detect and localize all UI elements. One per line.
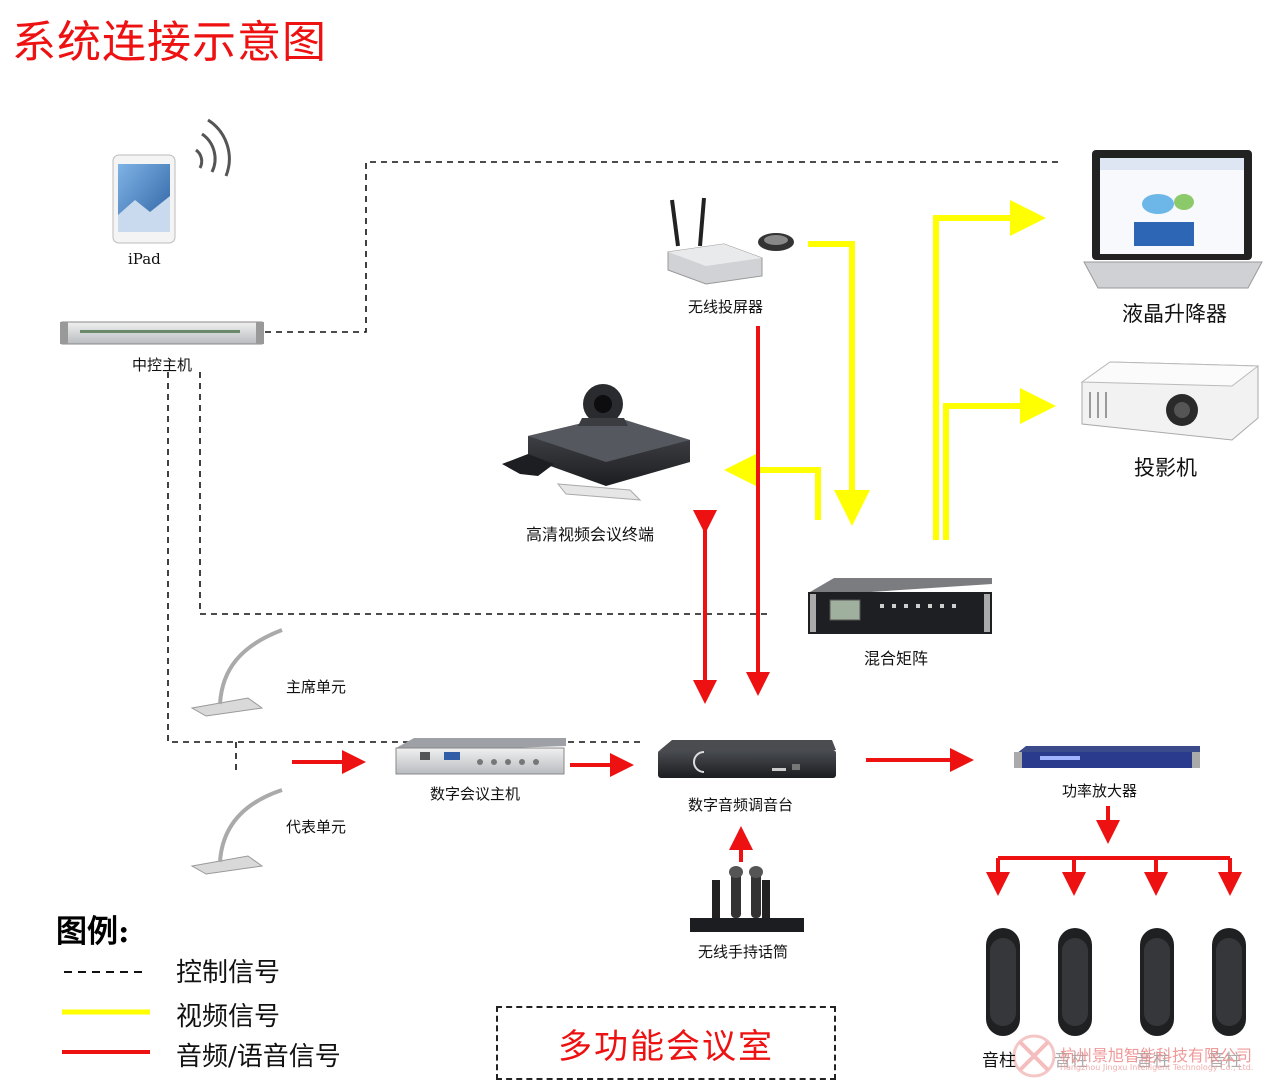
speaker-1-label: 音柱	[982, 1051, 1016, 1071]
diagram-title: 系统连接示意图	[12, 17, 327, 68]
wireless-mic-device	[690, 866, 804, 932]
video-signal-lines	[724, 200, 1056, 540]
video-conf-terminal-label: 高清视频会议终端	[526, 525, 655, 544]
video-conference-terminal-device	[502, 384, 690, 501]
ipad-label: iPad	[128, 250, 161, 268]
conference-host-label: 数字会议主机	[430, 785, 521, 803]
speaker-column-4	[1212, 928, 1246, 1036]
room-label: 多功能会议室	[558, 1026, 774, 1067]
ipad-device	[112, 154, 176, 244]
hybrid-matrix-device	[808, 578, 992, 634]
central-control-device	[60, 321, 264, 345]
chairman-unit-label: 主席单元	[286, 678, 347, 696]
power-amp-label: 功率放大器	[1062, 782, 1138, 800]
watermark-company: 杭州景旭智能科技有限公司	[1060, 1046, 1253, 1065]
wireless-projector-device	[667, 197, 794, 285]
audio-signal-lines	[292, 326, 1242, 896]
watermark-logo	[1012, 1034, 1056, 1078]
central-control-label: 中控主机	[132, 356, 193, 374]
wireless-signal-icon	[195, 118, 231, 177]
speaker-column-2	[1058, 928, 1092, 1036]
watermark-english: Hangzhou Jingxu Intelligent Technology C…	[1060, 1063, 1254, 1072]
room-label-box: 多功能会议室	[496, 1006, 836, 1080]
speaker-column-1	[986, 928, 1020, 1036]
legend-title: 图例:	[56, 914, 130, 950]
audio-mixer-device	[658, 740, 836, 778]
lcd-lift-device	[1083, 150, 1263, 289]
conference-host-device	[395, 738, 566, 775]
delegate-unit-device	[190, 788, 283, 875]
legend-video-label: 视频信号	[176, 1002, 281, 1032]
wireless-projector-label: 无线投屏器	[688, 298, 764, 316]
speaker-2-label: 音柱	[1054, 1051, 1088, 1071]
lcd-lift-label: 液晶升降器	[1122, 302, 1227, 326]
hybrid-matrix-label: 混合矩阵	[864, 649, 929, 668]
delegate-unit-label: 代表单元	[286, 818, 347, 836]
chairman-unit-device	[190, 628, 283, 717]
projector-device	[1080, 361, 1260, 441]
projector-label: 投影机	[1134, 456, 1197, 480]
legend-audio-label: 音频/语音信号	[176, 1042, 341, 1072]
speaker-3-label: 音柱	[1136, 1051, 1170, 1071]
audio-mixer-label: 数字音频调音台	[688, 796, 794, 814]
power-amplifier-device	[1014, 746, 1200, 768]
legend-control-label: 控制信号	[176, 958, 281, 988]
speaker-column-3	[1140, 928, 1174, 1036]
speaker-4-label: 音柱	[1208, 1051, 1242, 1071]
wireless-mic-label: 无线手持话筒	[698, 943, 789, 961]
